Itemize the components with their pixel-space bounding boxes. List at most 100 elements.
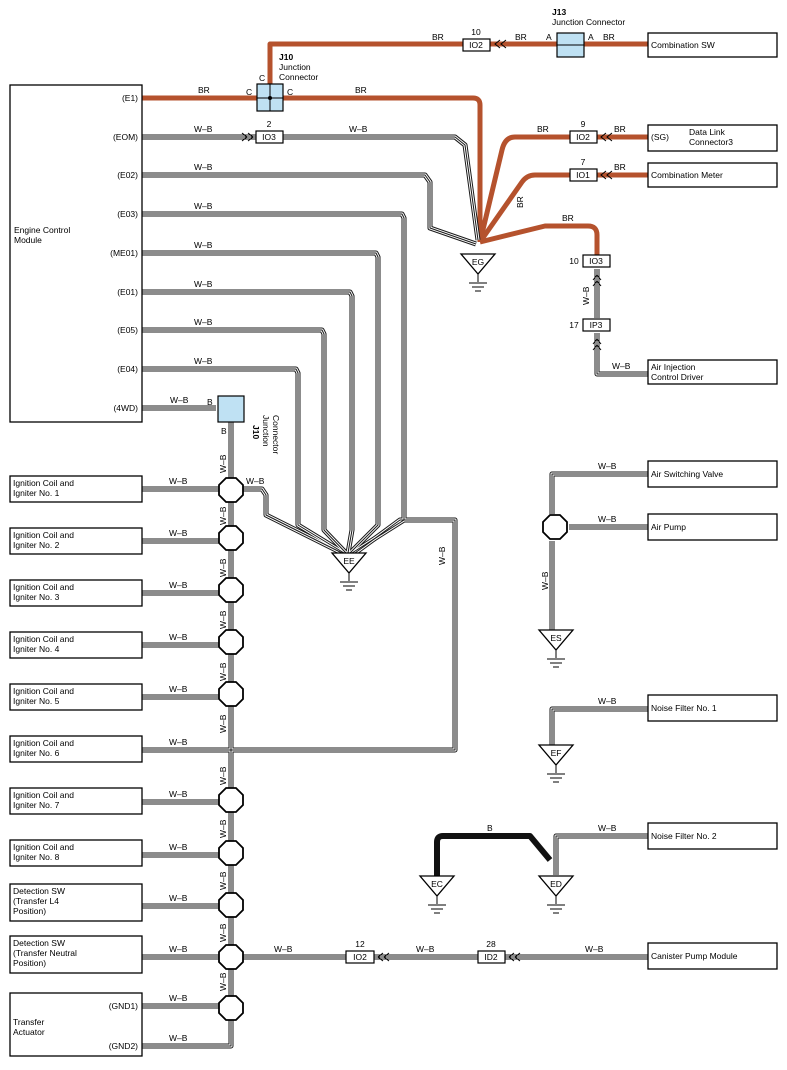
ground-eg-label: EG — [472, 257, 484, 267]
igniter-8-label-1: Ignition Coil and — [13, 842, 74, 852]
ecm-pin-e1: (E1) — [122, 93, 138, 103]
wb-wire-segment — [283, 135, 480, 241]
conn-1-num: 10 — [471, 27, 481, 37]
wire-label: W–B — [169, 1033, 188, 1043]
data-link-connector-box: (SG) Data Link Connector3 — [647, 124, 778, 152]
j10-top-pin-right: C — [287, 87, 293, 97]
wire-label: BR — [537, 124, 549, 134]
wire-label: W–B — [598, 696, 617, 706]
wire-label: W–B — [194, 317, 213, 327]
wire-label: W–B — [194, 240, 213, 250]
ground-es-icon: ES — [537, 629, 575, 668]
j10-mid-pin-left: B — [207, 397, 213, 407]
detection-sw-l4-label-3: Position) — [13, 906, 46, 916]
data-link-label-2: Connector3 — [689, 137, 733, 147]
air-injection-label-1: Air Injection — [651, 362, 696, 372]
ground-ec-icon: EC — [418, 875, 456, 914]
wire-label: W–B — [218, 714, 228, 733]
splice-point — [218, 525, 244, 551]
wb-wire-segment — [551, 473, 648, 514]
wire-label: BR — [614, 162, 626, 172]
splice-point — [218, 477, 244, 503]
conn-4-code: IO1 — [576, 170, 590, 180]
wire-label: W–B — [169, 528, 188, 538]
wb-wire-segment — [142, 172, 477, 247]
conn-7-code: IO2 — [353, 952, 367, 962]
wb-wire-segment — [142, 252, 379, 554]
wb-wire-segment — [549, 706, 648, 745]
wb-wire-segment — [142, 329, 347, 554]
canister-pump-box: Canister Pump Module — [647, 942, 778, 970]
ground-ef-icon: EF — [537, 744, 575, 783]
wire-label: W–B — [194, 124, 213, 134]
j10-mid-id: J10 — [251, 425, 261, 439]
wire-label: W–B — [598, 461, 617, 471]
wire-label: BR — [355, 85, 367, 95]
wire-label: W–B — [169, 476, 188, 486]
splice-point — [218, 681, 244, 707]
conn-2-code: IO3 — [262, 132, 276, 142]
air-injection-box: Air Injection Control Driver — [647, 359, 778, 385]
wire-label: W–B — [349, 124, 368, 134]
wb-wire-segment — [554, 834, 648, 875]
igniter-7-label-2: Igniter No. 7 — [13, 800, 60, 810]
ground-ed-icon: ED — [537, 875, 575, 914]
j10-top-name-2: Connector — [279, 72, 318, 82]
wire-label: W–B — [169, 993, 188, 1003]
splice-point — [218, 995, 244, 1021]
wire-label: W–B — [169, 632, 188, 642]
wire-label: W–B — [218, 506, 228, 525]
igniter-6-label-1: Ignition Coil and — [13, 738, 74, 748]
wire-label: W–B — [194, 201, 213, 211]
junction-j10-top: J10 Junction Connector C C C — [246, 52, 318, 112]
conn-8-code: ID2 — [484, 952, 498, 962]
wire-label: W–B — [598, 823, 617, 833]
wire-label: W–B — [169, 842, 188, 852]
wire-label: BR — [515, 196, 525, 208]
ground-es-label: ES — [550, 633, 562, 643]
wb-wire-segment — [142, 291, 353, 554]
wire-label: W–B — [169, 684, 188, 694]
ground-ef-label: EF — [551, 748, 562, 758]
j10-top-id: J10 — [279, 52, 293, 62]
wire-label: BR — [432, 32, 444, 42]
detection-sw-l4-label-1: Detection SW — [13, 886, 65, 896]
wb-wire-segment — [283, 136, 479, 241]
canister-pump-label: Canister Pump Module — [651, 951, 738, 961]
j13-pin-right: A — [588, 32, 594, 42]
wire-label: W–B — [246, 476, 265, 486]
wb-wire-segment — [550, 707, 648, 745]
wire-label: B — [487, 823, 493, 833]
air-switching-valve-box: Air Switching Valve — [647, 460, 778, 488]
wire-label: W–B — [169, 893, 188, 903]
splice-point — [218, 892, 244, 918]
detection-sw-neutral-label-1: Detection SW — [13, 938, 65, 948]
conn-3-num: 9 — [581, 119, 586, 129]
ecm-pin-e02: (E02) — [117, 170, 138, 180]
transfer-actuator-label-2: Actuator — [13, 1027, 45, 1037]
wire-label: BR — [614, 124, 626, 134]
engine-control-module: Engine Control Module (E1) (EOM) (E02) (… — [9, 84, 143, 423]
j10-top-name-1: Junction — [279, 62, 311, 72]
wire-label: W–B — [218, 923, 228, 942]
ecm-pin-e01: (E01) — [117, 287, 138, 297]
wire-label: W–B — [612, 361, 631, 371]
wire-label: W–B — [585, 944, 604, 954]
detection-sw-neutral-label-2: (Transfer Neutral — [13, 948, 77, 958]
wire-label: W–B — [169, 737, 188, 747]
wb-wire-segment — [142, 518, 457, 752]
ecm-label-2: Module — [14, 235, 42, 245]
wb-wire-segment — [242, 488, 343, 554]
wire-label: W–B — [218, 871, 228, 890]
wire-label: W–B — [540, 571, 550, 590]
ground-ec-label: EC — [431, 879, 443, 889]
wire-label: W–B — [416, 944, 435, 954]
igniter-1-label-1: Ignition Coil and — [13, 478, 74, 488]
conn-6-code: IP3 — [590, 320, 603, 330]
combination-sw-box: Combination SW — [647, 32, 778, 58]
wire-label: BR — [198, 85, 210, 95]
wire-label: W–B — [194, 279, 213, 289]
igniter-4-label-1: Ignition Coil and — [13, 634, 74, 644]
noise-filter-2-label: Noise Filter No. 2 — [651, 831, 717, 841]
